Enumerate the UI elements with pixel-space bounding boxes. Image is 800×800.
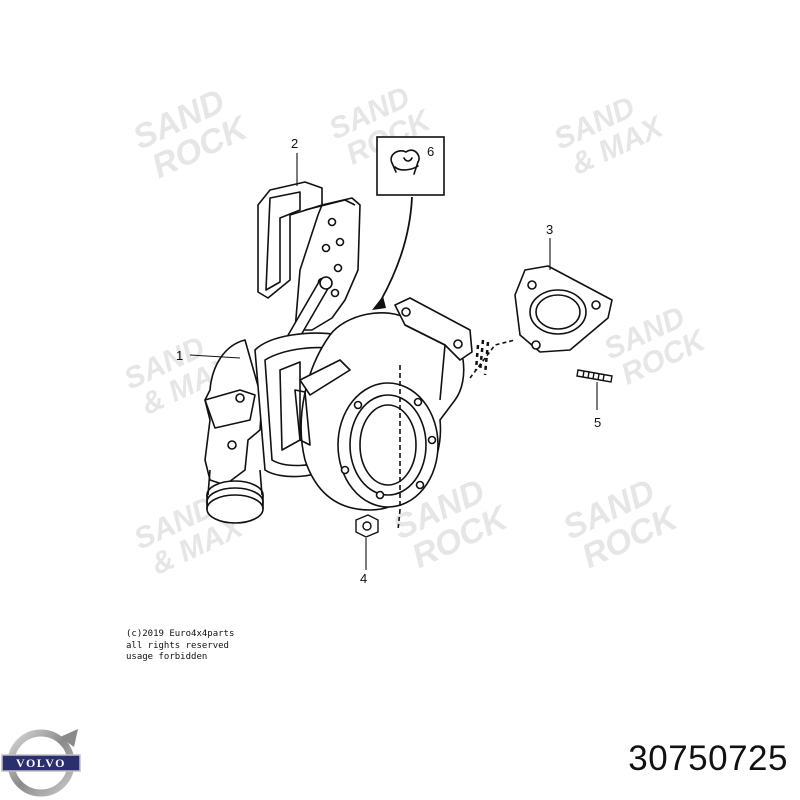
pointer-arrow [379,196,413,303]
compressor-housing [294,297,473,511]
copyright-notice: (c)2019 Euro4x4parts all rights reserved… [126,629,234,664]
nut-part [355,514,379,538]
callout-5: 5 [594,415,601,430]
arrow-head [372,296,386,310]
volvo-logo-text: VOLVO [16,756,66,770]
volvo-logo: VOLVO [1,729,81,797]
clip-detail-box [372,136,445,310]
turbine-housing [204,339,264,524]
callout-6: 6 [427,144,434,159]
copyright-line: all rights reserved [126,640,229,651]
retaining-clip-icon [390,149,420,175]
callout-4: 4 [360,571,367,586]
connection-lines [397,339,516,531]
part-number: 30750725 [628,739,788,778]
copyright-line: usage forbidden [126,652,208,662]
callout-1: 1 [176,348,183,363]
stud-part [576,369,613,383]
callout-2: 2 [291,136,298,151]
callout-3: 3 [546,222,553,237]
leader-lines [189,153,598,570]
gasket-part [514,265,613,353]
copyright-line: (c)2019 Euro4x4parts [126,629,235,639]
